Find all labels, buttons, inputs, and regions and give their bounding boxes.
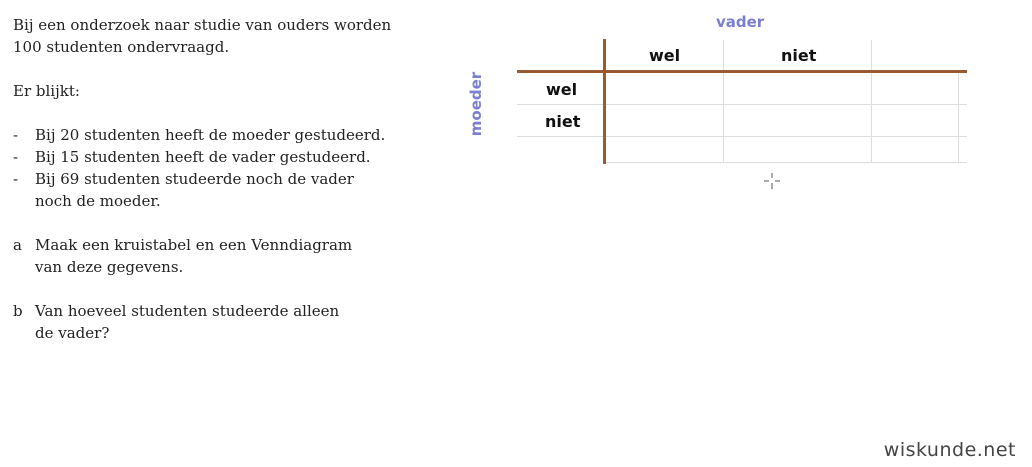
col-header-niet: niet (781, 46, 817, 65)
problem-text: Bij een onderzoek naar studie van ouders… (13, 14, 393, 344)
grid-line (958, 72, 959, 163)
crosshair-cursor-icon (764, 173, 780, 189)
question-b: b Van hoeveel studenten studeerde alleen… (13, 302, 340, 342)
col-header-wel: wel (649, 46, 681, 65)
grid-line (723, 40, 724, 163)
intro-line-1: Bij een onderzoek naar studie van ouders… (13, 16, 392, 34)
grid-line (871, 40, 872, 163)
watermark: wiskunde.net (883, 439, 1016, 461)
fact-item: - Bij 15 studenten heeft de vader gestud… (13, 148, 371, 166)
row-header-wel: wel (546, 80, 578, 99)
grid-line (517, 104, 967, 105)
fact-item: - Bij 69 studenten studeerde noch de vad… (13, 170, 354, 210)
fact-item: - Bij 20 studenten heeft de moeder gestu… (13, 126, 386, 144)
question-a: a Maak een kruistabel en een Venndiagram… (13, 236, 353, 276)
header-col-divider (603, 39, 606, 164)
grid-line (604, 162, 967, 163)
blijkt-label: Er blijkt: (13, 82, 80, 100)
row-header-niet: niet (545, 112, 581, 131)
row-group-label: moeder (467, 71, 485, 137)
col-group-label: vader (716, 13, 765, 31)
grid-line (517, 136, 967, 137)
header-row-divider (517, 70, 967, 73)
intro-line-2: 100 studenten ondervraagd. (13, 38, 230, 56)
